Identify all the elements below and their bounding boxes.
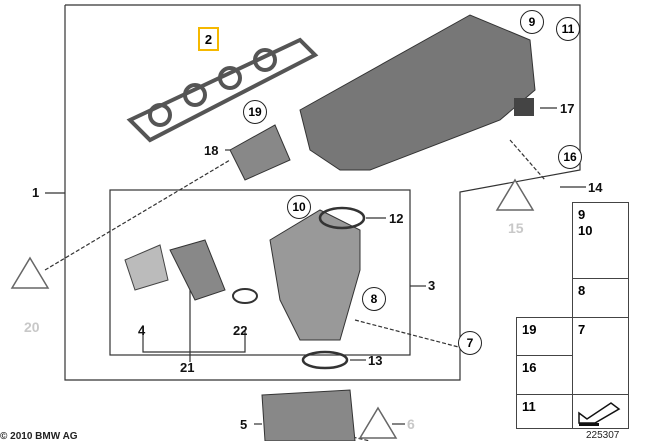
gasket-part xyxy=(126,37,319,143)
legend-cell-arrow xyxy=(572,394,629,429)
legend-cell-19[interactable]: 19 xyxy=(516,317,573,356)
legend-cell-11[interactable]: 11 xyxy=(516,394,573,429)
callout-1[interactable]: 1 xyxy=(32,185,40,200)
copyright: © 2010 BMW AG xyxy=(0,431,78,441)
arrow-icon xyxy=(578,402,621,426)
callout-12[interactable]: 12 xyxy=(389,211,404,226)
callout-8[interactable]: 8 xyxy=(362,287,386,311)
legend-cell-7[interactable]: 7 xyxy=(572,317,629,395)
callout-7[interactable]: 7 xyxy=(458,331,482,355)
callout-22[interactable]: 22 xyxy=(233,323,248,338)
callout-4[interactable]: 4 xyxy=(138,323,146,338)
callout-13[interactable]: 13 xyxy=(368,353,383,368)
callout-11[interactable]: 11 xyxy=(556,17,580,41)
callout-16[interactable]: 16 xyxy=(558,145,582,169)
callout-9[interactable]: 9 xyxy=(520,10,544,34)
callout-20[interactable]: 20 xyxy=(24,319,40,335)
legend-cell-8[interactable]: 8 xyxy=(572,278,629,318)
part-2-highlight[interactable]: 2 xyxy=(198,27,219,51)
callout-18[interactable]: 18 xyxy=(204,143,219,158)
intake-manifold xyxy=(299,14,536,171)
callout-5[interactable]: 5 xyxy=(240,417,248,432)
warning-icons xyxy=(10,178,535,439)
sub-frame xyxy=(109,189,411,356)
sensor-part-18 xyxy=(229,124,291,181)
callout-10[interactable]: 10 xyxy=(287,195,311,219)
throttle-body-5 xyxy=(261,389,356,441)
throttle-housing xyxy=(269,209,361,341)
legend-cell-16[interactable]: 16 xyxy=(516,355,573,395)
callout-15[interactable]: 15 xyxy=(508,220,524,236)
callout-3[interactable]: 3 xyxy=(428,278,436,293)
callout-21[interactable]: 21 xyxy=(180,360,195,375)
diagram-number: 225307 xyxy=(586,430,620,441)
callout-19[interactable]: 19 xyxy=(243,100,267,124)
callout-6[interactable]: 6 xyxy=(407,416,415,432)
main-frame xyxy=(64,4,581,381)
callout-14[interactable]: 14 xyxy=(588,180,603,195)
callout-17[interactable]: 17 xyxy=(560,101,575,116)
